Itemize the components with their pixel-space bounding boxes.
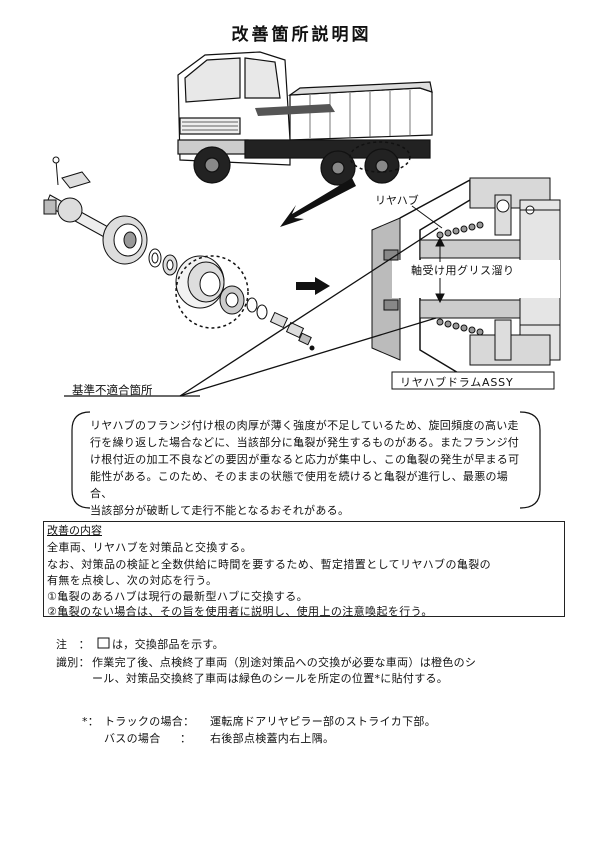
identification-line-2: ール、対策品交換終了車両は緑色のシールを所定の位置*に貼付する。	[92, 672, 449, 685]
replacement-part-symbol	[97, 637, 110, 649]
improvement-line: ②亀裂のない場合は、その旨を使用者に説明し、使用上の注意喚起を行う。	[47, 605, 433, 618]
description-line: け根付近の加工不良などの要因が重なると応力が集中し、この亀裂の発生が早まる可	[90, 453, 520, 466]
bus-case-text: 右後部点検蓋内右上隅。	[210, 732, 335, 745]
description-text: リヤハブのフランジ付け根の肉厚が薄く強度が不足しているため、旋回頻度の高い走 行…	[90, 417, 530, 519]
description-line: 能性がある。このため、そのままの状態で使用を続けると亀裂が進行し、最悪の場合、	[90, 470, 509, 500]
truck-case-text: 運転席ドアリヤピラー部のストライカ下部。	[210, 715, 436, 728]
exploded-hub-illustration	[43, 156, 315, 351]
improvement-line: なお、対策品の検証と全数供給に時間を要するため、暫定措置としてリヤハブの亀裂の	[47, 558, 492, 571]
identification-line-1: 作業完了後、点検終了車両（別途対策品への交換が必要な車両）は橙色のシ	[92, 656, 477, 669]
bus-case-label: バスの場合	[104, 732, 161, 745]
description-line: 当該部分が破断して走行不能となるおそれがある。	[90, 504, 350, 517]
description-line: 行を繰り返した場合などに、当該部分に亀裂が発生するものがある。またフランジ付	[90, 436, 520, 449]
description-line: リヤハブのフランジ付け根の肉厚が薄く強度が不足しているため、旋回頻度の高い走	[90, 419, 519, 432]
nonconforming-leader-lines	[64, 227, 439, 397]
label-hub-drum-assy: リヤハブドラムASSY	[400, 376, 514, 389]
arrow-to-exploded-view	[280, 178, 356, 227]
label-grease-reservoir: 軸受け用グリス溜り	[408, 262, 518, 278]
improvement-line: 有無を点検し、次の対応を行う。	[47, 574, 218, 587]
improvement-title: 改善の内容	[47, 524, 102, 537]
improvement-box	[43, 521, 565, 617]
hub-drum-assy-label-box	[391, 371, 555, 390]
label-rear-hub: リヤハブ	[375, 194, 419, 207]
arrow-to-cross-section	[296, 277, 330, 295]
hub-cross-section	[371, 177, 564, 381]
note-text: は，交換部品を示す。	[112, 638, 224, 651]
improvement-line: 全車両、リヤハブを対策品と交換する。	[47, 541, 252, 554]
description-box	[71, 411, 541, 509]
page-title: 改善箇所説明図	[231, 25, 372, 45]
note-label: 注 ：	[56, 638, 90, 651]
asterisk-label: *：	[82, 715, 100, 728]
bus-case-colon: ：	[180, 732, 192, 745]
truck-case-label: トラックの場合：	[104, 715, 195, 728]
identification-label: 識別：	[56, 656, 90, 669]
label-nonconforming-location: 基準不適合箇所	[72, 383, 153, 397]
dump-truck-illustration	[177, 51, 433, 186]
improvement-line: ①亀裂のあるハブは現行の最新型ハブに交換する。	[47, 590, 309, 603]
